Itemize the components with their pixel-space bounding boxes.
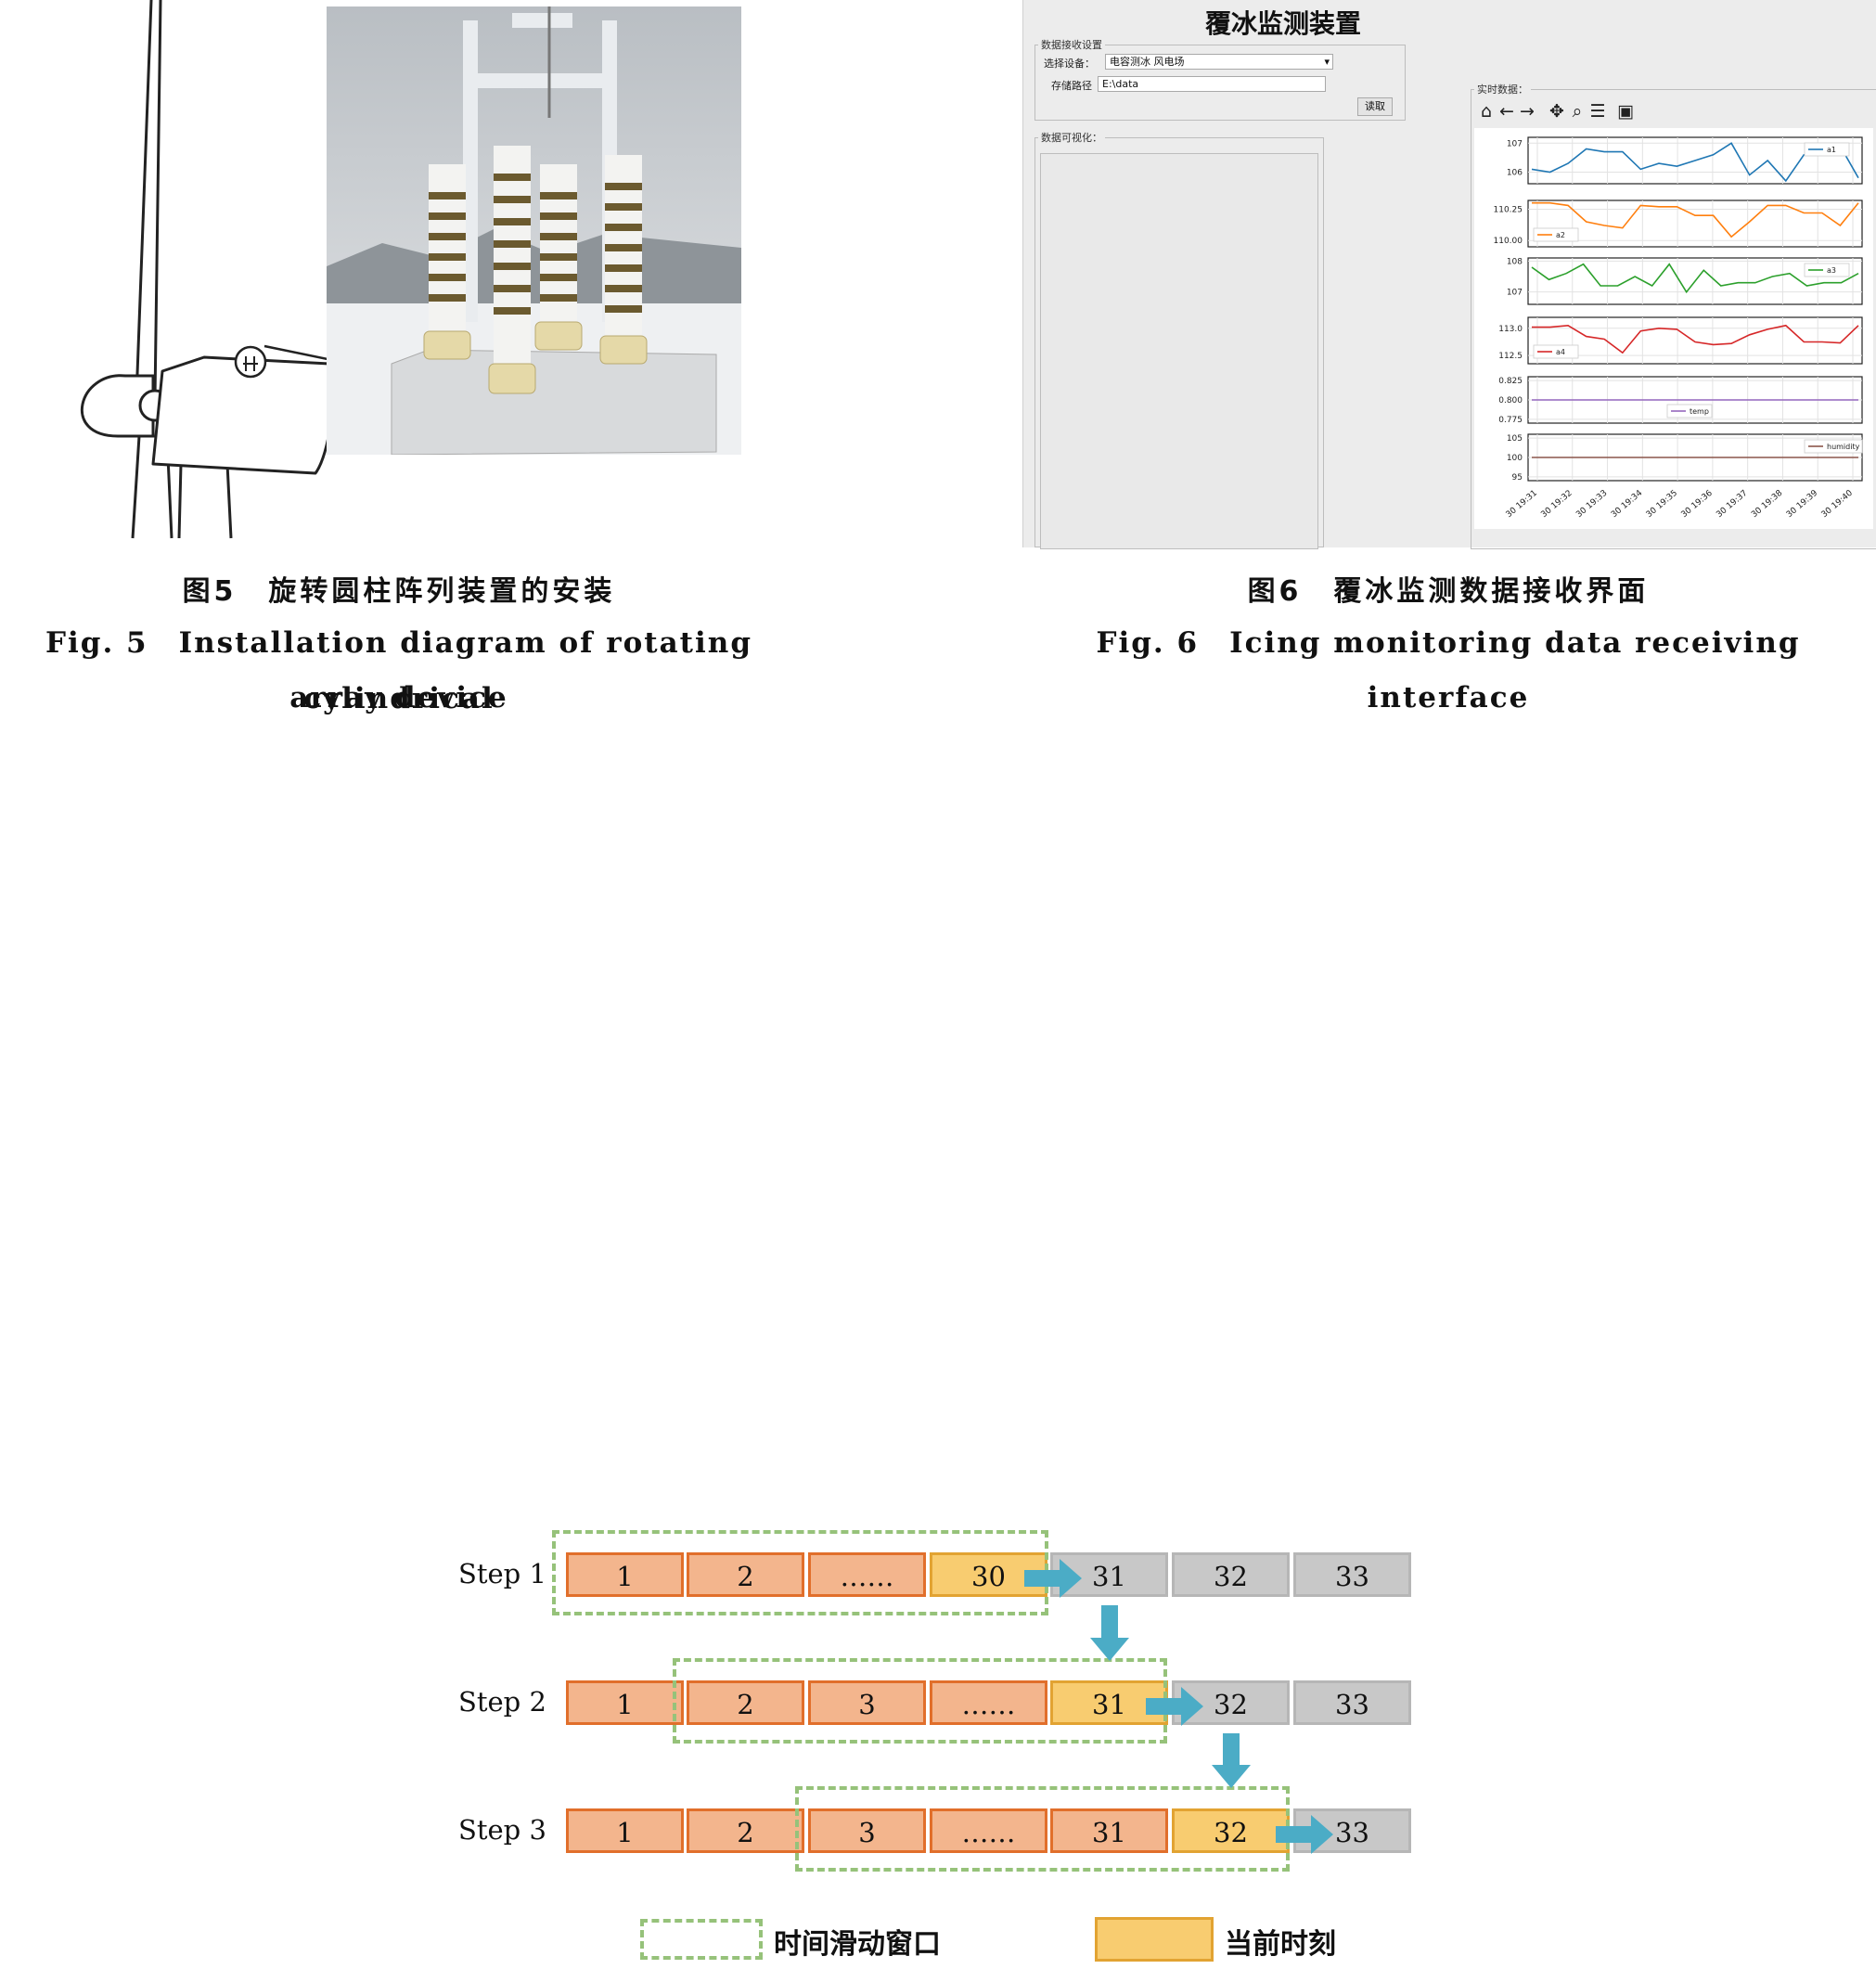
- arrow-right-icon: [1146, 1687, 1203, 1726]
- y-tick-label: 0.825: [1498, 377, 1523, 386]
- series-line-a2: [1532, 201, 1859, 238]
- zoom-icon[interactable]: ⌕: [1572, 101, 1583, 122]
- y-tick-label: 0.775: [1498, 416, 1523, 425]
- icing-monitor-window: 覆冰监测装置 数据接收设置 选择设备： 电容测冰 风电场 ▾ 存储路径 E:\d…: [1022, 0, 1876, 549]
- receive-settings-group: [1034, 45, 1406, 121]
- y-tick-label: 112.5: [1498, 352, 1523, 361]
- y-tick-label: 107: [1507, 289, 1523, 298]
- past-time-cell: ……: [808, 1552, 926, 1597]
- legend-current-label: 当前时刻: [1225, 1928, 1336, 1961]
- legend-box: [1666, 404, 1713, 418]
- arrow-down-icon: [1212, 1733, 1251, 1788]
- current-time-cell: 31: [1050, 1680, 1168, 1725]
- legend-box: [1533, 227, 1579, 242]
- legend-box: [1533, 344, 1579, 359]
- past-time-cell: ……: [930, 1808, 1047, 1853]
- legend-window-swatch: [640, 1919, 763, 1960]
- legend-current-swatch: [1095, 1917, 1214, 1962]
- fig6-caption-zh: 图6 覆冰监测数据接收界面: [1247, 575, 1650, 608]
- device-select[interactable]: 电容测冰 风电场 ▾: [1105, 54, 1333, 70]
- fig5-caption-en-line2: array device: [289, 681, 508, 714]
- step-label: Step 2: [458, 1686, 546, 1718]
- y-tick-label: 107: [1507, 139, 1523, 148]
- past-time-cell: 1: [566, 1680, 684, 1725]
- path-label: 存储路径: [1051, 80, 1092, 92]
- series-line-a1: [1531, 142, 1859, 183]
- past-time-cell: 1: [566, 1552, 684, 1597]
- path-input[interactable]: E:\data: [1098, 76, 1326, 92]
- save-icon[interactable]: ▣: [1617, 101, 1634, 122]
- visualization-label: 数据可视化：: [1038, 130, 1105, 145]
- configure-icon[interactable]: ☰: [1589, 101, 1606, 122]
- visualization-canvas: [1040, 153, 1318, 549]
- y-tick-label: 110.00: [1494, 237, 1523, 246]
- device-photo: [327, 6, 741, 455]
- future-time-cell: 33: [1293, 1808, 1411, 1853]
- chevron-down-icon: ▾: [1324, 56, 1330, 68]
- y-tick-label: 95: [1512, 473, 1523, 483]
- y-tick-label: 108: [1507, 257, 1523, 266]
- realtime-label: 实时数据：: [1474, 82, 1531, 97]
- step-label: Step 1: [458, 1558, 546, 1589]
- past-time-cell: 3: [808, 1680, 926, 1725]
- read-button[interactable]: 读取: [1357, 97, 1393, 116]
- past-time-cell: 31: [1050, 1808, 1168, 1853]
- legend-window-label: 时间滑动窗口: [774, 1928, 941, 1961]
- past-time-cell: 2: [687, 1552, 804, 1597]
- step-label: Step 3: [458, 1814, 546, 1846]
- legend-label: a3: [1827, 266, 1836, 275]
- ui-title: 覆冰监测装置: [1204, 8, 1361, 39]
- plot-toolbar: ⌂ ← → ✥ ⌕ ☰ ▣: [1474, 100, 1660, 124]
- forward-icon[interactable]: →: [1520, 101, 1535, 122]
- realtime-group: [1471, 89, 1876, 549]
- fig5-caption-en-line1: Fig. 5 Installation diagram of rotating …: [45, 626, 752, 715]
- legend-box: [1804, 142, 1850, 157]
- future-time-cell: 31: [1050, 1552, 1168, 1597]
- past-time-cell: 2: [687, 1680, 804, 1725]
- future-time-cell: 33: [1293, 1552, 1411, 1597]
- legend-label: humidity: [1827, 443, 1860, 451]
- series-line-a4: [1532, 324, 1859, 354]
- legend-box: [1804, 263, 1850, 277]
- series-line-a3: [1531, 263, 1859, 294]
- device-select-value: 电容测冰 风电场: [1110, 56, 1185, 68]
- past-time-cell: 3: [808, 1808, 926, 1853]
- panel-frame: [1527, 199, 1863, 248]
- legend-label: a2: [1556, 231, 1565, 239]
- y-tick-label: 105: [1507, 434, 1523, 444]
- past-time-cell: ……: [930, 1680, 1047, 1725]
- legend-label: temp: [1690, 407, 1709, 416]
- realtime-chart-svg: 107 106 a1 110.25 110.00 a2 108 107 a3 113.0 112.5…: [1494, 136, 1863, 520]
- y-tick-label: 113.0: [1498, 325, 1523, 334]
- realtime-plot: 107 106 a1 110.25 110.00 a2 108 107 a3 113.0 112.5…: [1474, 128, 1873, 529]
- arrow-right-icon: [1276, 1815, 1333, 1854]
- past-time-cell: 2: [687, 1808, 804, 1853]
- fig5-caption-zh: 图5 旋转圆柱阵列装置的安装: [182, 575, 616, 608]
- pan-icon[interactable]: ✥: [1549, 101, 1564, 122]
- y-tick-label: 0.800: [1498, 396, 1523, 405]
- device-label: 选择设备：: [1044, 58, 1095, 70]
- y-tick-label: 106: [1507, 169, 1523, 178]
- future-time-cell: 32: [1172, 1552, 1290, 1597]
- arrow-right-icon: [1024, 1559, 1082, 1598]
- legend-box: [1804, 439, 1863, 454]
- current-time-cell: 30: [930, 1552, 1047, 1597]
- back-icon[interactable]: ←: [1499, 101, 1514, 122]
- fig6-caption-en-line2: interface: [1367, 681, 1530, 714]
- past-time-cell: 1: [566, 1808, 684, 1853]
- receive-settings-label: 数据接收设置: [1038, 37, 1105, 52]
- fig6-caption-en-line1: Fig. 6 Icing monitoring data receiving: [1096, 626, 1801, 660]
- y-tick-label: 100: [1507, 454, 1523, 463]
- future-time-cell: 33: [1293, 1680, 1411, 1725]
- home-icon[interactable]: ⌂: [1480, 101, 1493, 122]
- y-tick-label: 110.25: [1494, 205, 1523, 214]
- legend-label: a4: [1556, 348, 1565, 356]
- arrow-down-icon: [1090, 1605, 1129, 1661]
- legend-label: a1: [1827, 146, 1836, 154]
